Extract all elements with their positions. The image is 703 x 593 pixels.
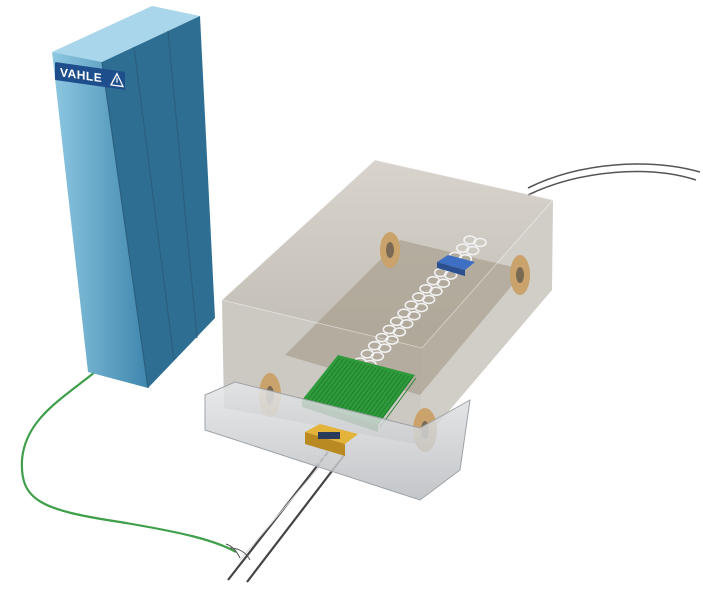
position-sensor [437, 255, 475, 276]
track-conductors [227, 451, 346, 583]
brand-label: VAHLE [60, 65, 102, 85]
brand-logo: VAHLE [55, 62, 125, 90]
wheel-rear-left [380, 232, 400, 268]
vehicle [204, 159, 554, 501]
power-supply-cabinet: VAHLE [52, 6, 215, 389]
feed-cable-split [225, 543, 251, 561]
feed-cable [20, 371, 237, 553]
pickup-head [305, 424, 358, 456]
wheel-rear-right [510, 255, 530, 295]
warning-triangle-icon [109, 72, 125, 88]
rear-cables [527, 163, 701, 196]
